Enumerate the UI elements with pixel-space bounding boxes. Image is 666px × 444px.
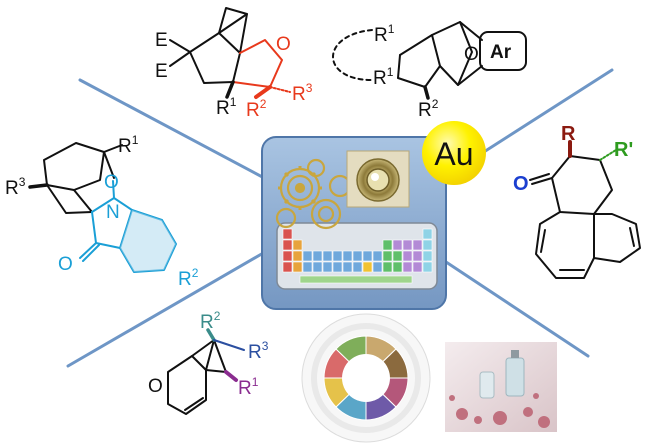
structure-bottom: [167, 328, 245, 415]
left-O-carbonyl: O: [58, 254, 73, 275]
tr-R2: R2: [418, 97, 439, 121]
center-panel: Au: [261, 121, 486, 310]
bottom-R1: R1: [238, 375, 259, 399]
left-R1: R1: [118, 133, 139, 157]
fragrance-wheel-image: [301, 313, 431, 443]
tr-R1-bottom: R1: [373, 65, 394, 89]
structure-right-labels: O R R': [513, 123, 633, 195]
tl-R1: R1: [216, 95, 237, 119]
bottom-R2: R2: [200, 309, 221, 333]
tl-O: O: [276, 34, 291, 55]
connector-bottom-right: [438, 256, 590, 358]
gears-image: [275, 158, 352, 230]
tr-R1-top: R1: [374, 22, 395, 46]
connector-top-left: [78, 78, 270, 182]
bottom-R3: R3: [248, 339, 269, 363]
structure-bottom-labels: O R2 R3 R1: [148, 309, 269, 399]
right-R-prime: R': [614, 139, 633, 161]
gold-label: Au: [434, 136, 473, 172]
structure-top-right: [332, 21, 527, 100]
tl-R2: R2: [246, 97, 267, 121]
structure-top-left: [169, 7, 291, 99]
structure-left-labels: R1 R3 O N O R2: [5, 133, 199, 290]
structure-left: [28, 142, 123, 214]
periodic-table-image: [276, 222, 438, 290]
left-R2: R2: [178, 266, 199, 290]
ornament-image: [346, 150, 410, 208]
perfume-photo-image: [445, 342, 557, 432]
structure-right: [529, 140, 641, 279]
tl-R3: R3: [292, 81, 313, 105]
connector-bottom-left: [66, 250, 267, 368]
bottom-O: O: [148, 376, 163, 397]
structure-top-right-labels: R1 R1 O Ar R2: [373, 22, 512, 121]
left-N: N: [106, 202, 120, 223]
gold-badge: Au: [422, 121, 486, 185]
tl-E-top: E: [155, 30, 168, 51]
structure-top-left-labels: E E R1 O R2 R3: [155, 30, 313, 121]
left-R3: R3: [5, 175, 26, 199]
left-O-ring: O: [104, 172, 119, 193]
tr-Ar: Ar: [490, 42, 512, 63]
tr-O: O: [464, 44, 479, 65]
left-arene-fill: [120, 210, 176, 272]
right-O: O: [513, 173, 529, 195]
right-R: R: [561, 123, 576, 145]
tl-E-bottom: E: [155, 61, 168, 82]
